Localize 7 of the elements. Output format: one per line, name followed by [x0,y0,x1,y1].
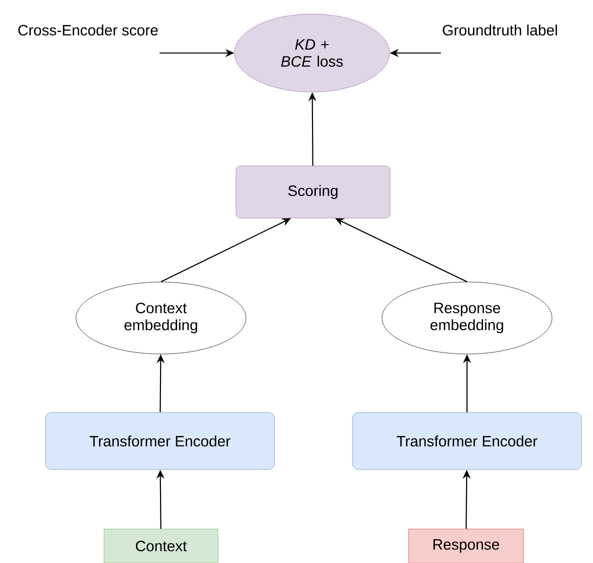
process-box: Scoring [236,166,390,218]
encoder-box: Transformer Encoder [45,412,275,470]
input-box: Context [104,528,218,563]
input-label: Groundtruth label [442,24,557,36]
input-label: Cross-Encoder score [18,24,158,36]
input-box: Response [408,528,524,563]
encoder-box: Transformer Encoder [352,412,582,470]
